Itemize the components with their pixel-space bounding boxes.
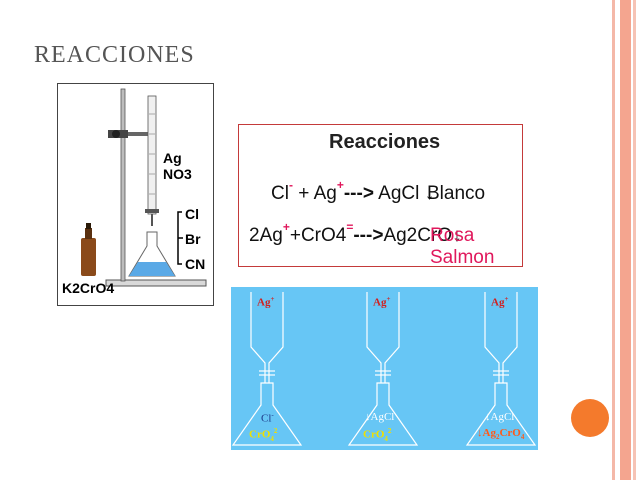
reactions-title: Reacciones [329, 131, 441, 153]
plus-sign: + [289, 225, 301, 246]
titration-drawing [231, 292, 537, 446]
indicator-label: CrO42 [363, 427, 392, 443]
apparatus-drawing [81, 88, 207, 287]
burette-label: Ag NO3 [163, 150, 192, 182]
reaction-row: Cl- + Ag+---> AgCl ↓ [271, 178, 435, 205]
ion-label: Br [185, 231, 201, 247]
reaction-arrow: ---> [353, 225, 384, 246]
reactant: Cl [271, 183, 289, 204]
plus-sign: + [298, 183, 310, 204]
ion-label: Cl [185, 206, 199, 222]
precipitate-label: ↓Ag2CrO4 [477, 427, 525, 442]
reactant: CrO4 [300, 225, 347, 246]
product: AgCl [378, 183, 420, 204]
reactant: 2Ag [249, 225, 283, 246]
indicator-label: K2CrO4 [62, 280, 115, 296]
charge: = [346, 220, 354, 234]
precipitate-label: ↓AgCl [365, 411, 395, 423]
ion-label: CN [185, 256, 206, 272]
decorative-circle [571, 399, 609, 437]
titration-apparatus-image: Ag NO3 Cl Br CN K2CrO4 [57, 83, 214, 306]
decorative-stripe [633, 0, 636, 480]
reactions-box: Reacciones Cl- + Ag+---> AgCl ↓ Blanco 2… [238, 124, 523, 268]
titrant-label: Ag+ [373, 295, 391, 309]
precipitate-arrow: ↓ [424, 183, 435, 204]
color-note: Rosa Salmon [430, 225, 495, 268]
ion-label: Cl- [261, 411, 274, 425]
reaction-arrow: ---> [343, 183, 374, 204]
precipitate-label: ↓AgCl [485, 411, 515, 423]
precipitate-arrow: ↓ [452, 225, 462, 246]
titrant-label: Ag+ [257, 295, 275, 309]
charge: - [288, 178, 293, 192]
decorative-stripe [620, 0, 631, 480]
charge: + [282, 220, 290, 234]
titrant-label: Ag+ [491, 295, 509, 309]
product: Ag2CrO [383, 225, 453, 246]
indicator-label: CrO42 [249, 427, 278, 443]
titration-stages-image: Ag+ Cl- CrO42 Ag+ ↓AgCl CrO42 Ag+ ↓AgCl … [231, 287, 538, 450]
reaction-row: 2Ag++CrO4=--->Ag2CrO↓ [249, 220, 462, 247]
color-note: Blanco [427, 183, 486, 204]
slide-title: REACCIONES [34, 42, 195, 68]
reactant: Ag [313, 183, 337, 204]
charge: + [336, 178, 344, 192]
decorative-stripe [612, 0, 615, 480]
